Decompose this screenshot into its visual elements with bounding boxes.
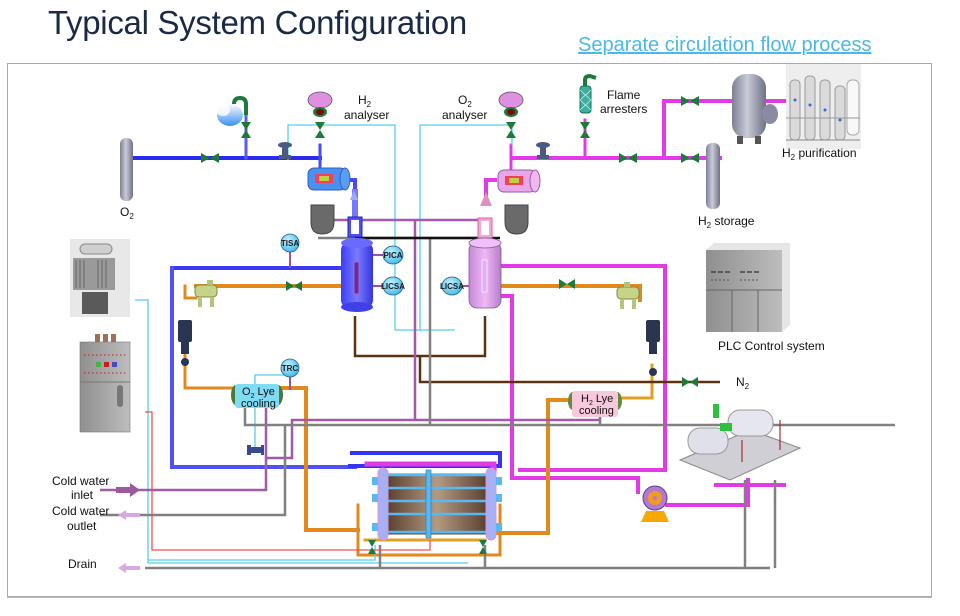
h2-purification-label: H2 purification <box>782 146 857 162</box>
o2-gas-separator[interactable] <box>307 167 351 191</box>
o2-analyser-label: O2 <box>458 93 472 109</box>
svg-text:LICSA: LICSA <box>381 282 405 291</box>
h2-lye-cooler[interactable] <box>568 391 622 417</box>
o2-lye-filter-icon[interactable] <box>178 320 192 366</box>
page-title: Typical System Configuration <box>48 4 467 41</box>
lye-pipes <box>183 284 654 557</box>
o2-storage-tank[interactable] <box>120 138 133 201</box>
valve-icon <box>241 122 251 138</box>
valve-icon <box>286 281 302 291</box>
instrument-pica[interactable]: PICA <box>373 245 404 265</box>
h2-lye-separator-vessel[interactable] <box>468 192 502 309</box>
diagram-frame <box>7 63 932 597</box>
valve-icon <box>201 153 219 163</box>
cold-water-outlet-label-2: outlet <box>67 519 97 533</box>
n2-label: N2 <box>736 375 750 391</box>
vent-cloud-icon <box>216 95 248 126</box>
h2-analyser-icon[interactable] <box>307 91 333 117</box>
instrument-trc[interactable]: TRC <box>280 358 300 390</box>
instrument-licsa-o2[interactable]: LICSA <box>373 276 405 296</box>
transformer-unit[interactable] <box>70 239 130 317</box>
circulation-pump-icon[interactable] <box>641 485 669 522</box>
drain-arrow-icon <box>118 563 140 573</box>
control-valve-icon <box>247 445 264 455</box>
nitrogen-pipes <box>353 316 720 384</box>
electrolyser-stack[interactable] <box>372 467 502 541</box>
flame-arresters-label-2: arresters <box>600 102 647 116</box>
o2-analyser-icon[interactable] <box>498 91 524 117</box>
instrument-tisa[interactable]: TISA <box>280 233 300 268</box>
valve-icon <box>681 153 699 163</box>
valve-icon <box>368 540 376 554</box>
rectifier-cabinet[interactable] <box>79 334 131 433</box>
h2-lye-cooling-label: H2 Lye <box>581 393 613 407</box>
h2-storage-tank[interactable] <box>706 143 720 209</box>
svg-text:TRC: TRC <box>282 364 299 373</box>
cold-water-inlet-label-2: inlet <box>71 488 94 502</box>
o2-lye-separator-vessel[interactable] <box>341 190 373 312</box>
svg-text:LICSA: LICSA <box>440 282 464 291</box>
h2-lye-pump-icon[interactable] <box>616 282 640 309</box>
inlet-arrow-icon <box>116 483 140 497</box>
svg-text:PICA: PICA <box>383 251 402 260</box>
dryer-skid[interactable] <box>678 404 802 481</box>
h2-analyser-text: analyser <box>344 108 389 122</box>
instrument-licsa-h2[interactable]: LICSA <box>440 276 469 296</box>
plc-control-cabinet[interactable] <box>706 243 790 332</box>
outlet-arrow-icon <box>118 510 140 520</box>
o2-drain-trap <box>310 204 335 235</box>
valve-icon <box>506 122 516 138</box>
o2-lye-cooling-label-2: cooling <box>241 398 276 410</box>
plc-label: PLC Control system <box>718 339 825 353</box>
h2-storage-label: H2 storage <box>698 214 755 230</box>
svg-text:TISA: TISA <box>281 239 299 248</box>
valve-icon <box>479 540 487 554</box>
cold-water-inlet-label-1: Cold water <box>52 474 109 488</box>
separate-circulation-link[interactable]: Separate circulation flow process <box>578 34 872 56</box>
power-lines <box>145 411 431 551</box>
control-valve-icon <box>278 142 292 159</box>
valves <box>201 96 699 554</box>
h2-gas-separator[interactable] <box>497 169 541 193</box>
valve-icon <box>315 122 325 138</box>
buffer-tank[interactable] <box>732 74 778 144</box>
o2-lye-cooling-label: O2 Lye <box>242 386 275 400</box>
control-valve-icon <box>536 142 550 159</box>
flame-arrester-icon[interactable] <box>579 73 597 114</box>
h2-lye-filter-icon[interactable] <box>646 320 660 376</box>
cold-water-outlet-label-1: Cold water <box>52 504 109 518</box>
h2-drain-trap <box>504 204 529 235</box>
flame-arresters-label-1: Flame <box>607 88 641 102</box>
h2-lye-cooling-label-2: cooling <box>579 405 614 417</box>
valve-icon <box>682 377 698 387</box>
o2-analyser-text: analyser <box>442 108 487 122</box>
valve-icon <box>559 279 575 289</box>
valve-icon <box>580 122 590 138</box>
drain-label: Drain <box>68 557 97 571</box>
valve-icon <box>619 153 637 163</box>
h2-purification-unit[interactable] <box>786 64 861 149</box>
o2-tank-label: O2 <box>120 205 134 221</box>
o2-lye-pump-icon[interactable] <box>194 280 218 307</box>
h2-analyser-label: H2 <box>358 93 372 109</box>
o2-lye-cooler[interactable] <box>231 384 283 408</box>
valve-icon <box>681 96 699 106</box>
